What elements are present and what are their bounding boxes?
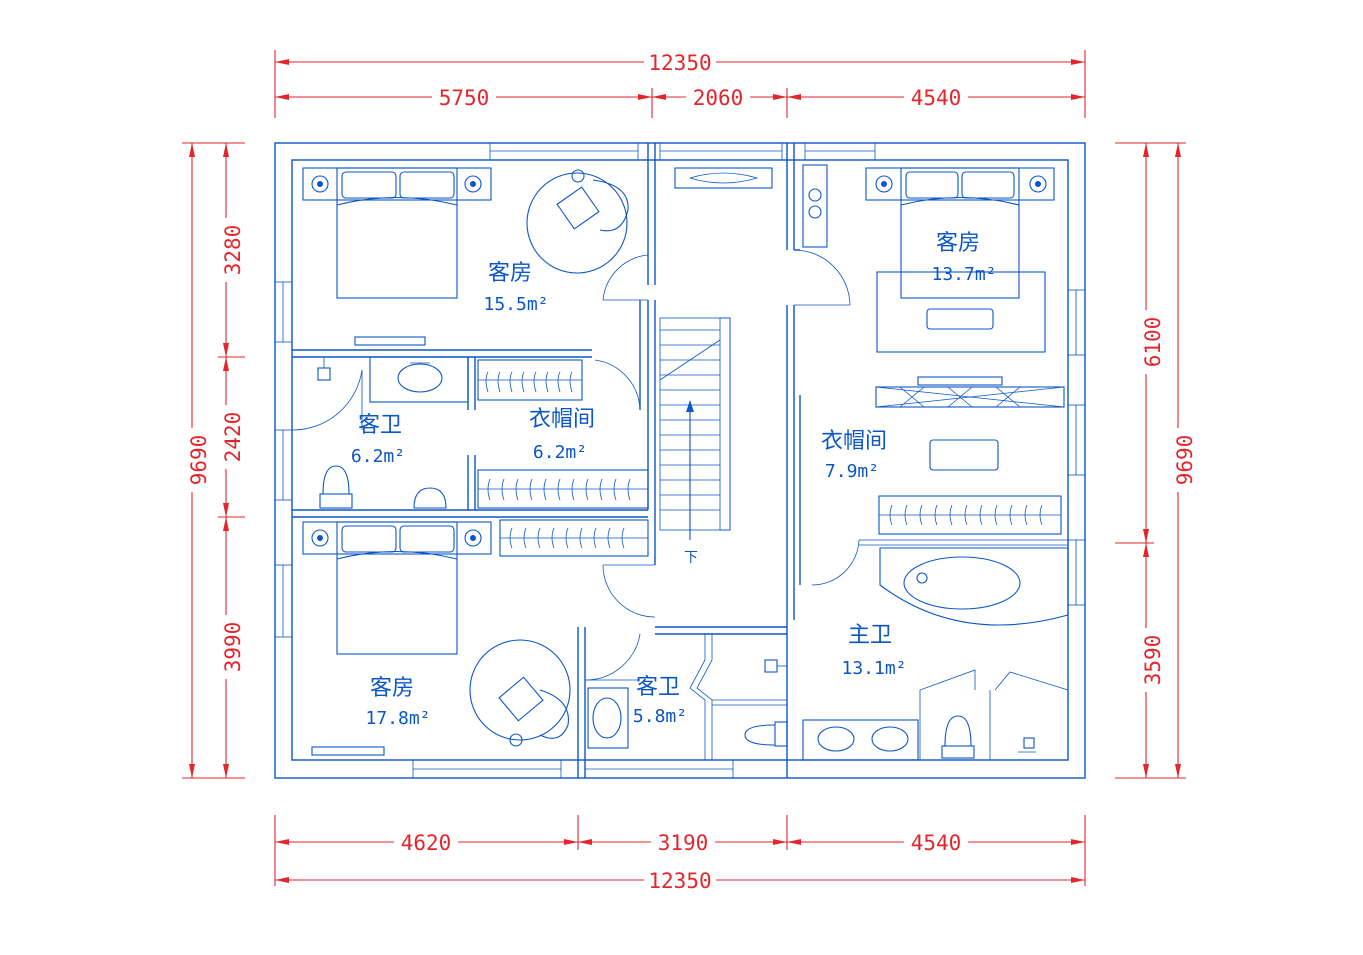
dim-left-total-text: 9690 bbox=[187, 435, 211, 486]
room-area-bath-left: 6.2m² bbox=[351, 446, 405, 467]
dim-top-seg-3: 4540 bbox=[911, 86, 962, 110]
dim-left-seg-3: 3990 bbox=[221, 622, 245, 673]
dim-right-seg-1: 6100 bbox=[1141, 317, 1165, 368]
clothes-rack-icon bbox=[477, 359, 583, 401]
toilet-icon bbox=[319, 465, 353, 509]
stair-direction-label: 下 bbox=[684, 550, 698, 566]
clothes-rack-icon bbox=[875, 386, 1065, 408]
room-name-closet-left: 衣帽间 bbox=[529, 407, 595, 432]
room-area-closet-left: 6.2m² bbox=[533, 442, 587, 463]
room-area-bath-middle: 5.8m² bbox=[633, 706, 687, 727]
shower-icon bbox=[764, 659, 787, 673]
room-name-bath-left: 客卫 bbox=[358, 413, 402, 438]
dim-top-total-text: 12350 bbox=[648, 51, 711, 75]
toilet-icon bbox=[941, 715, 975, 759]
dim-bottom-total-text: 12350 bbox=[648, 869, 711, 893]
basin-icon bbox=[413, 487, 447, 509]
staircase: 下 bbox=[659, 317, 731, 566]
bed-icon bbox=[865, 167, 1055, 353]
room-area-guest-top-left: 15.5m² bbox=[483, 294, 548, 315]
room-name-guest-bottom-left: 客房 bbox=[370, 676, 414, 701]
toilet-icon bbox=[744, 721, 788, 747]
sink-icon bbox=[369, 356, 469, 403]
dim-left-seg-2: 2420 bbox=[221, 412, 245, 463]
room-area-closet-right: 7.9m² bbox=[825, 461, 879, 482]
wardrobe-icon bbox=[674, 167, 773, 189]
wardrobe-icon bbox=[802, 164, 828, 248]
dim-bottom-seg-2: 3190 bbox=[658, 831, 709, 855]
dim-top-seg-1: 5750 bbox=[439, 86, 490, 110]
room-labels: 客房 15.5m² 客卫 6.2m² 衣帽间 6.2m² 客房 17.8m² 客… bbox=[351, 231, 997, 729]
dim-top-seg-2: 2060 bbox=[693, 86, 744, 110]
bed-icon bbox=[302, 521, 492, 655]
room-name-closet-right: 衣帽间 bbox=[821, 429, 887, 454]
desk-chair-icon bbox=[526, 169, 629, 274]
clothes-rack-icon bbox=[878, 495, 1062, 535]
room-area-master-bath: 13.1m² bbox=[841, 658, 906, 679]
sink-icon bbox=[587, 687, 629, 749]
dim-bottom-seg-1: 4620 bbox=[401, 831, 452, 855]
walls bbox=[274, 142, 1086, 779]
bed-icon bbox=[302, 167, 492, 299]
dim-left-seg-1: 3280 bbox=[221, 225, 245, 276]
room-name-guest-top-left: 客房 bbox=[488, 261, 532, 286]
dim-bottom-seg-3: 4540 bbox=[911, 831, 962, 855]
dim-right-seg-2: 3590 bbox=[1141, 635, 1165, 686]
room-area-guest-top-right: 13.7m² bbox=[931, 264, 996, 285]
ottoman-icon bbox=[929, 439, 999, 471]
furniture bbox=[302, 164, 1069, 761]
shower-icon bbox=[1018, 737, 1036, 753]
dim-right-total-text: 9690 bbox=[1173, 435, 1197, 486]
bathtub-icon bbox=[879, 547, 1069, 626]
desk-chair-icon bbox=[469, 639, 571, 747]
room-name-bath-middle: 客卫 bbox=[636, 675, 680, 700]
room-name-guest-top-right: 客房 bbox=[936, 231, 980, 256]
room-name-master-bath: 主卫 bbox=[848, 623, 892, 648]
faucet-icon bbox=[317, 358, 331, 381]
sink-icon bbox=[802, 719, 919, 761]
dimension-lines: 12350 5750 2060 4540 4620 3190 4540 1235… bbox=[182, 49, 1197, 893]
tv-cabinet-icon bbox=[354, 336, 426, 346]
room-area-guest-bottom-left: 17.8m² bbox=[365, 708, 430, 729]
tv-cabinet-icon bbox=[311, 746, 385, 756]
tv-cabinet-icon bbox=[917, 376, 1003, 386]
clothes-rack-icon bbox=[477, 469, 649, 509]
clothes-rack-icon bbox=[499, 519, 649, 557]
